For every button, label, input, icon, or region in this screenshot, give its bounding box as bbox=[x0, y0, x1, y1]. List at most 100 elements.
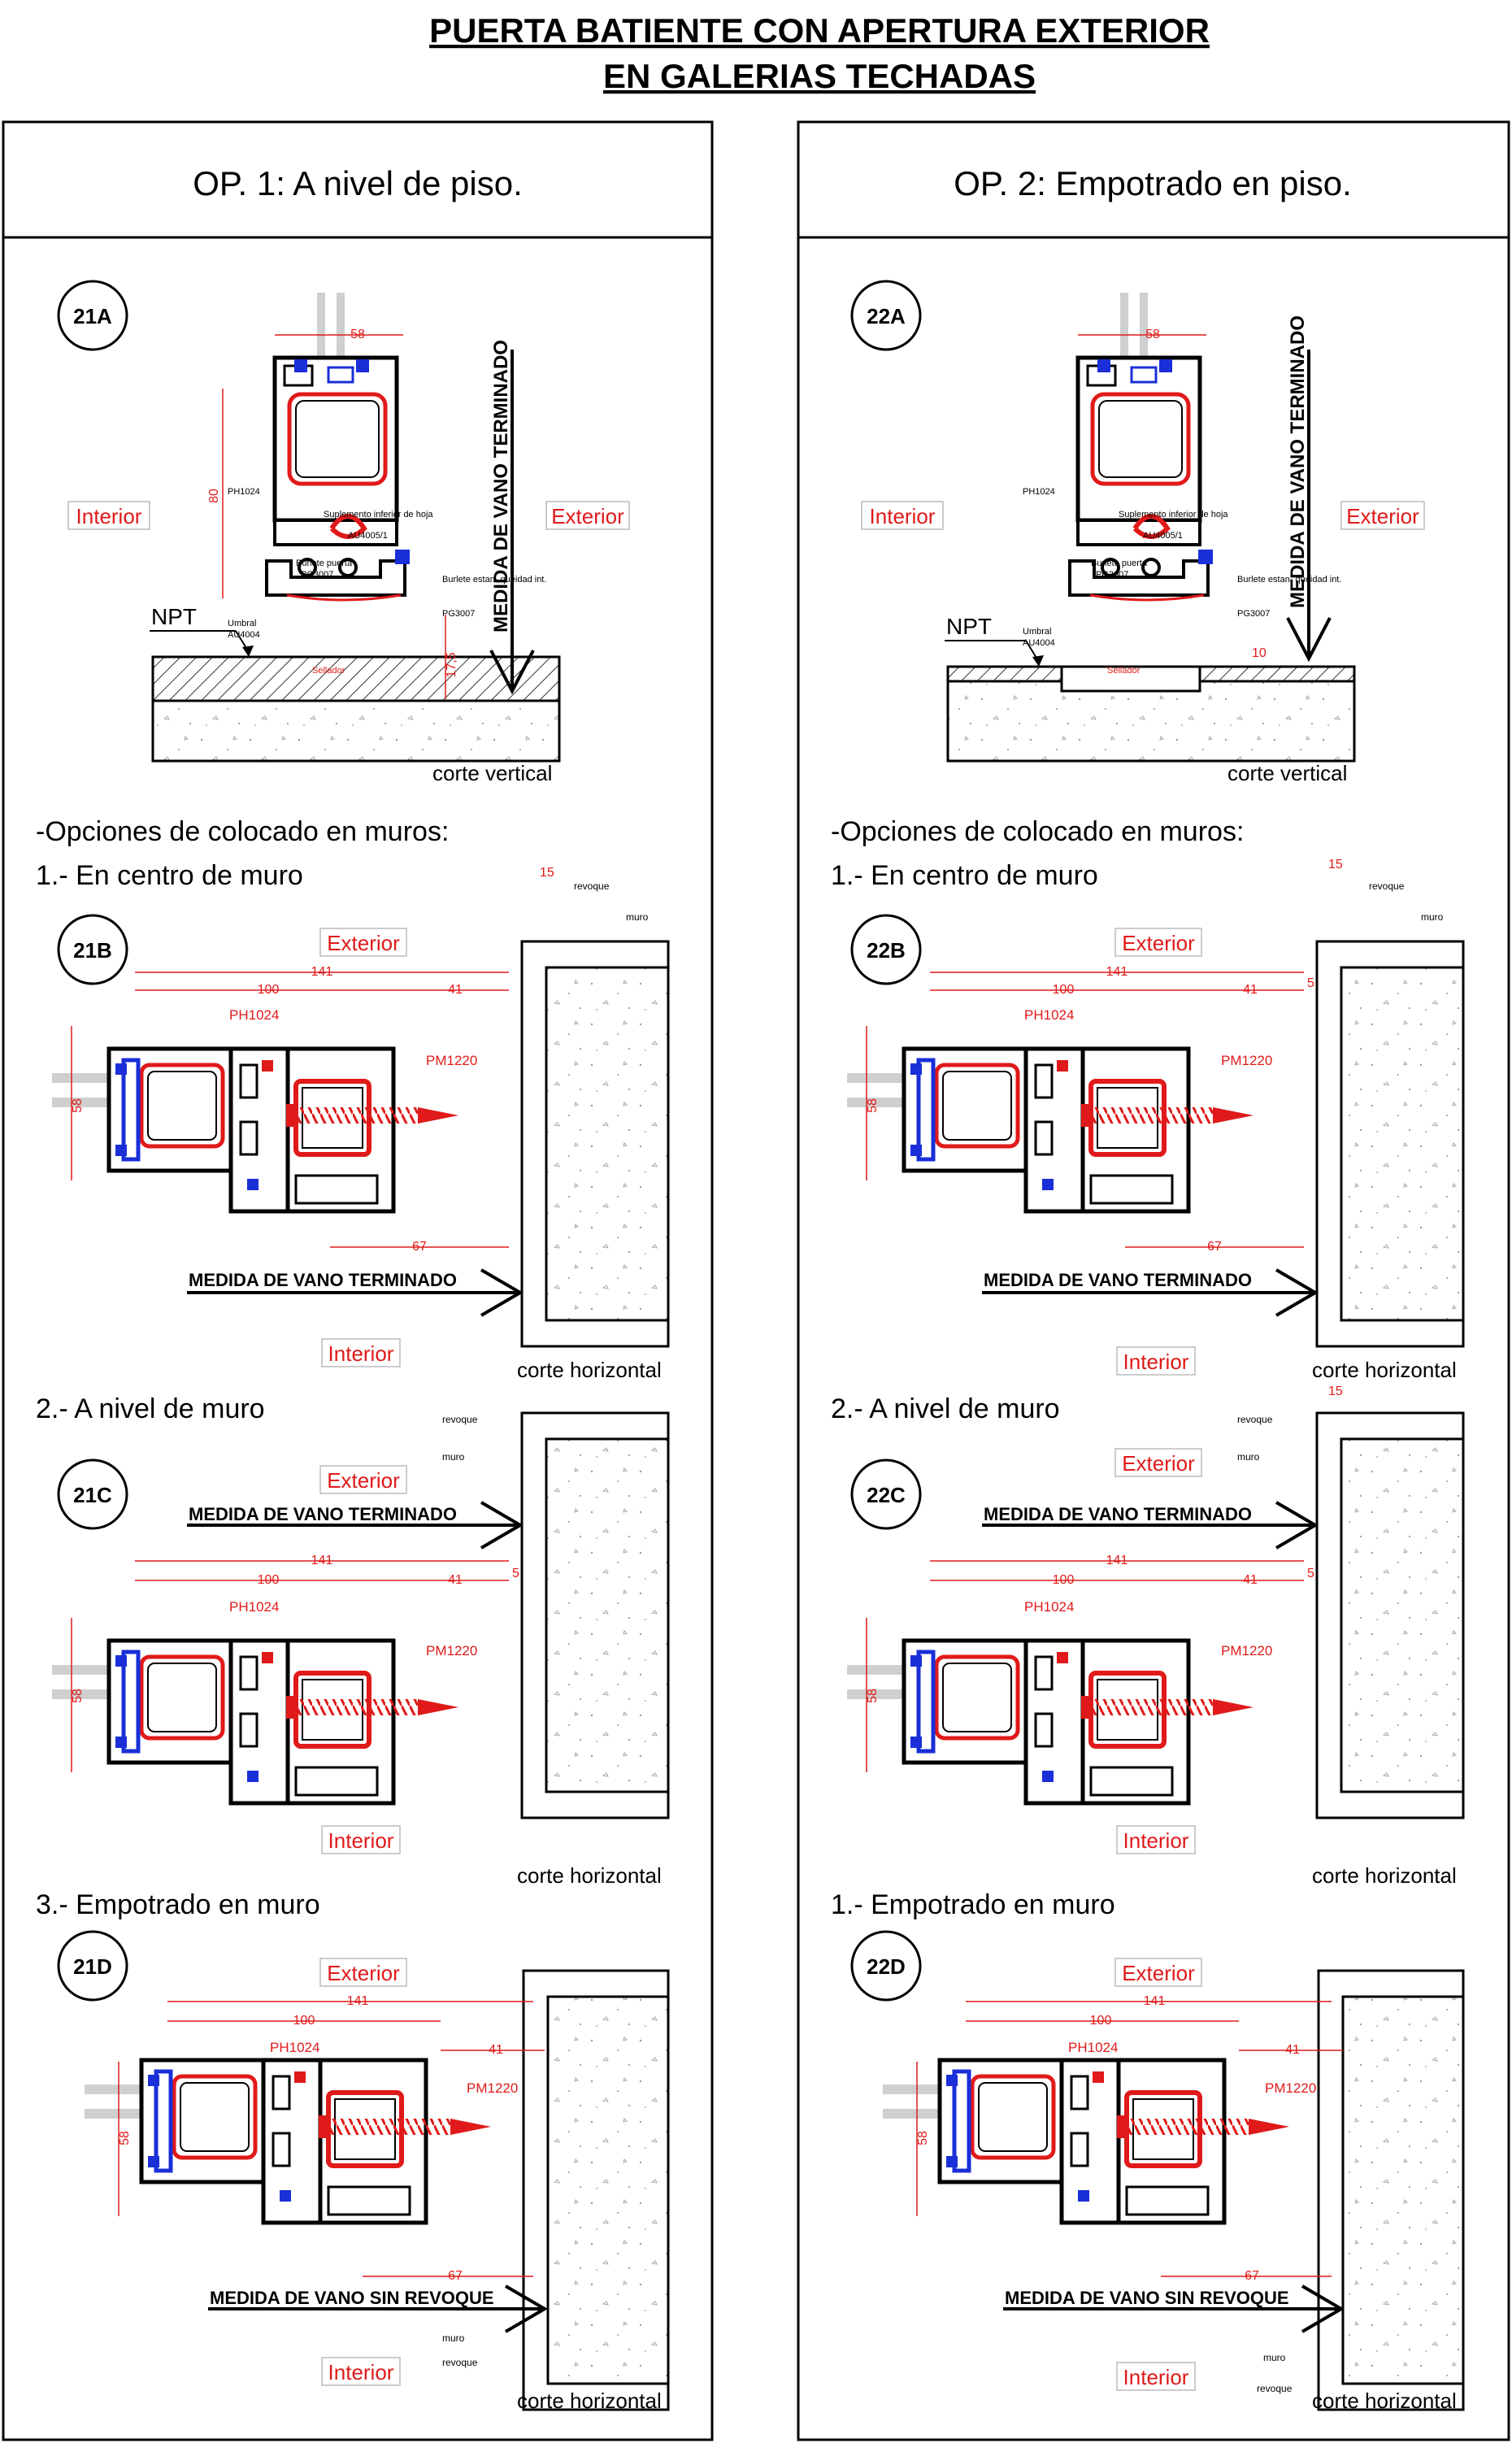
interior-label: Interior bbox=[328, 1828, 394, 1853]
dim-width: 58 bbox=[350, 328, 365, 341]
dim-height: 80 bbox=[207, 489, 221, 503]
section-caption: corte horizontal bbox=[517, 1863, 662, 1888]
interior-label: Interior bbox=[328, 2360, 394, 2384]
detail-22A: 22A Interior Exterior NPT 58 10 PH1024 S… bbox=[850, 280, 1425, 785]
detail-badge-label: 21C bbox=[73, 1483, 112, 1507]
part-umbral-code: AU4004 bbox=[1023, 638, 1055, 648]
detail-21C: 2.- A nivel de muro 21C Exterior revoque… bbox=[36, 1393, 670, 1888]
column-op2: OP. 2: Empotrado en piso. bbox=[797, 120, 1510, 2441]
part-burlete-puerta: Burlete puerta bbox=[296, 559, 353, 568]
option-title: 1.- En centro de muro bbox=[36, 860, 303, 891]
arrow-label: MEDIDA DE VANO SIN REVOQUE bbox=[210, 2288, 494, 2308]
npt-label: NPT bbox=[946, 614, 992, 639]
dim-total: 141 bbox=[1106, 965, 1128, 979]
profile-ph: PH1024 bbox=[229, 1599, 279, 1615]
dim-b: 41 bbox=[1243, 983, 1258, 997]
part-burlete-est: Burlete estan- queidad int. bbox=[442, 575, 546, 585]
dim-offset: 10 bbox=[1252, 646, 1267, 660]
dim-bottom: 67 bbox=[412, 1240, 427, 1254]
dim-h: 58 bbox=[118, 2131, 132, 2145]
profile-pm: PM1220 bbox=[1221, 1053, 1272, 1068]
dim-bottom: 67 bbox=[1207, 1240, 1222, 1254]
detail-badge-label: 21D bbox=[73, 1954, 112, 1979]
arrow-label: MEDIDA DE VANO TERMINADO bbox=[1287, 315, 1309, 608]
dim-h: 58 bbox=[866, 1098, 880, 1113]
arrow-label: MEDIDA DE VANO SIN REVOQUE bbox=[1005, 2288, 1289, 2308]
dim-bottom: 67 bbox=[1245, 2269, 1259, 2283]
section-caption: corte horizontal bbox=[517, 2389, 662, 2413]
exterior-label: Exterior bbox=[1346, 504, 1419, 528]
dim-a: 100 bbox=[293, 2014, 315, 2028]
part-umbral-code: AU4004 bbox=[228, 630, 260, 640]
dim-width: 58 bbox=[1145, 328, 1160, 341]
detail-21D: 3.- Empotrado en muro 21D Exterior 141 1… bbox=[36, 1889, 670, 2413]
part-burlete-puerta-code: PG3007 bbox=[1096, 570, 1128, 580]
detail-21A: 21A Interior Exterior NPT 58 80 17,5 PH1… bbox=[57, 280, 630, 785]
profile-ph: PH1024 bbox=[1024, 1007, 1074, 1023]
dim-b: 41 bbox=[448, 983, 463, 997]
dim-a: 100 bbox=[1053, 1573, 1075, 1587]
dim-a: 100 bbox=[258, 1573, 280, 1587]
option-title: 1.- En centro de muro bbox=[831, 860, 1098, 891]
dim-top: 15 bbox=[1328, 1385, 1343, 1398]
exterior-label: Exterior bbox=[551, 504, 624, 528]
part-ph: PH1024 bbox=[1023, 487, 1055, 497]
muro-label: muro bbox=[626, 911, 649, 923]
dim-top: 15 bbox=[1328, 858, 1343, 872]
detail-22B: 1.- En centro de muro 22B Exterior 15 re… bbox=[831, 858, 1465, 1382]
options-heading: -Opciones de colocado en muros: bbox=[831, 816, 1244, 847]
revoque-label: revoque bbox=[442, 2357, 478, 2368]
arrow-label: MEDIDA DE VANO TERMINADO bbox=[189, 1270, 457, 1290]
section-caption: corte horizontal bbox=[517, 1358, 662, 1382]
exterior-label: Exterior bbox=[327, 1961, 400, 1985]
exterior-label: Exterior bbox=[1122, 931, 1195, 955]
dim-h: 58 bbox=[916, 2131, 930, 2145]
interior-label: Interior bbox=[1123, 1350, 1189, 1374]
dim-b: 41 bbox=[1285, 2043, 1300, 2057]
part-suplemento: Suplemento inferior de hoja bbox=[324, 510, 433, 519]
dim-h: 58 bbox=[71, 1689, 85, 1703]
dim-b: 41 bbox=[448, 1573, 463, 1587]
dim-total: 141 bbox=[1106, 1554, 1128, 1567]
npt-label: NPT bbox=[151, 604, 197, 629]
section-caption: corte horizontal bbox=[1312, 2389, 1457, 2413]
column-op1-heading: OP. 1: A nivel de piso. bbox=[193, 164, 523, 202]
part-burlete-est-code: PG3007 bbox=[1237, 609, 1270, 619]
section-caption: corte vertical bbox=[1227, 761, 1347, 785]
dim-b: 41 bbox=[1243, 1573, 1258, 1587]
detail-21B: 1.- En centro de muro 21B Exterior 15 re… bbox=[36, 860, 670, 1382]
exterior-label: Exterior bbox=[1122, 1451, 1195, 1476]
dim-a: 100 bbox=[258, 983, 280, 997]
dim-total: 141 bbox=[311, 965, 333, 979]
profile-pm: PM1220 bbox=[426, 1643, 477, 1658]
detail-badge-label: 22A bbox=[867, 304, 906, 328]
part-umbral: Umbral bbox=[1023, 627, 1051, 637]
exterior-label: Exterior bbox=[327, 1468, 400, 1493]
column-op1: OP. 1: A nivel de piso. bbox=[2, 120, 714, 2441]
arrow-label: MEDIDA DE VANO TERMINADO bbox=[490, 340, 512, 632]
profile-ph: PH1024 bbox=[1024, 1599, 1074, 1615]
profile-ph: PH1024 bbox=[1068, 2040, 1118, 2055]
interior-label: Interior bbox=[870, 504, 936, 528]
option-title: 1.- Empotrado en muro bbox=[831, 1889, 1115, 1920]
title-line-2: EN GALERIAS TECHADAS bbox=[603, 57, 1036, 95]
muro-label: muro bbox=[442, 1451, 465, 1463]
part-burlete-est-code: PG3007 bbox=[442, 609, 475, 619]
dim-bottom: 67 bbox=[448, 2269, 463, 2283]
detail-22C: 2.- A nivel de muro 22C Exterior 15 revo… bbox=[831, 1385, 1465, 1888]
muro-label: muro bbox=[442, 2332, 465, 2344]
arrow-label: MEDIDA DE VANO TERMINADO bbox=[189, 1504, 457, 1524]
part-burlete-puerta: Burlete puerta bbox=[1091, 559, 1148, 568]
title-line-1: PUERTA BATIENTE CON APERTURA EXTERIOR bbox=[429, 11, 1210, 50]
detail-badge-label: 22D bbox=[867, 1954, 906, 1979]
dim-total: 141 bbox=[1144, 1994, 1166, 2008]
column-op2-heading: OP. 2: Empotrado en piso. bbox=[954, 164, 1352, 202]
part-burlete-puerta-code: PG3007 bbox=[301, 570, 333, 580]
profile-pm: PM1220 bbox=[1265, 2080, 1316, 2096]
revoque-label: revoque bbox=[574, 880, 610, 892]
interior-label: Interior bbox=[76, 504, 142, 528]
interior-label: Interior bbox=[328, 1341, 394, 1366]
dim-gap: 5 bbox=[512, 1567, 519, 1580]
part-sellador: Sellador bbox=[312, 666, 345, 676]
